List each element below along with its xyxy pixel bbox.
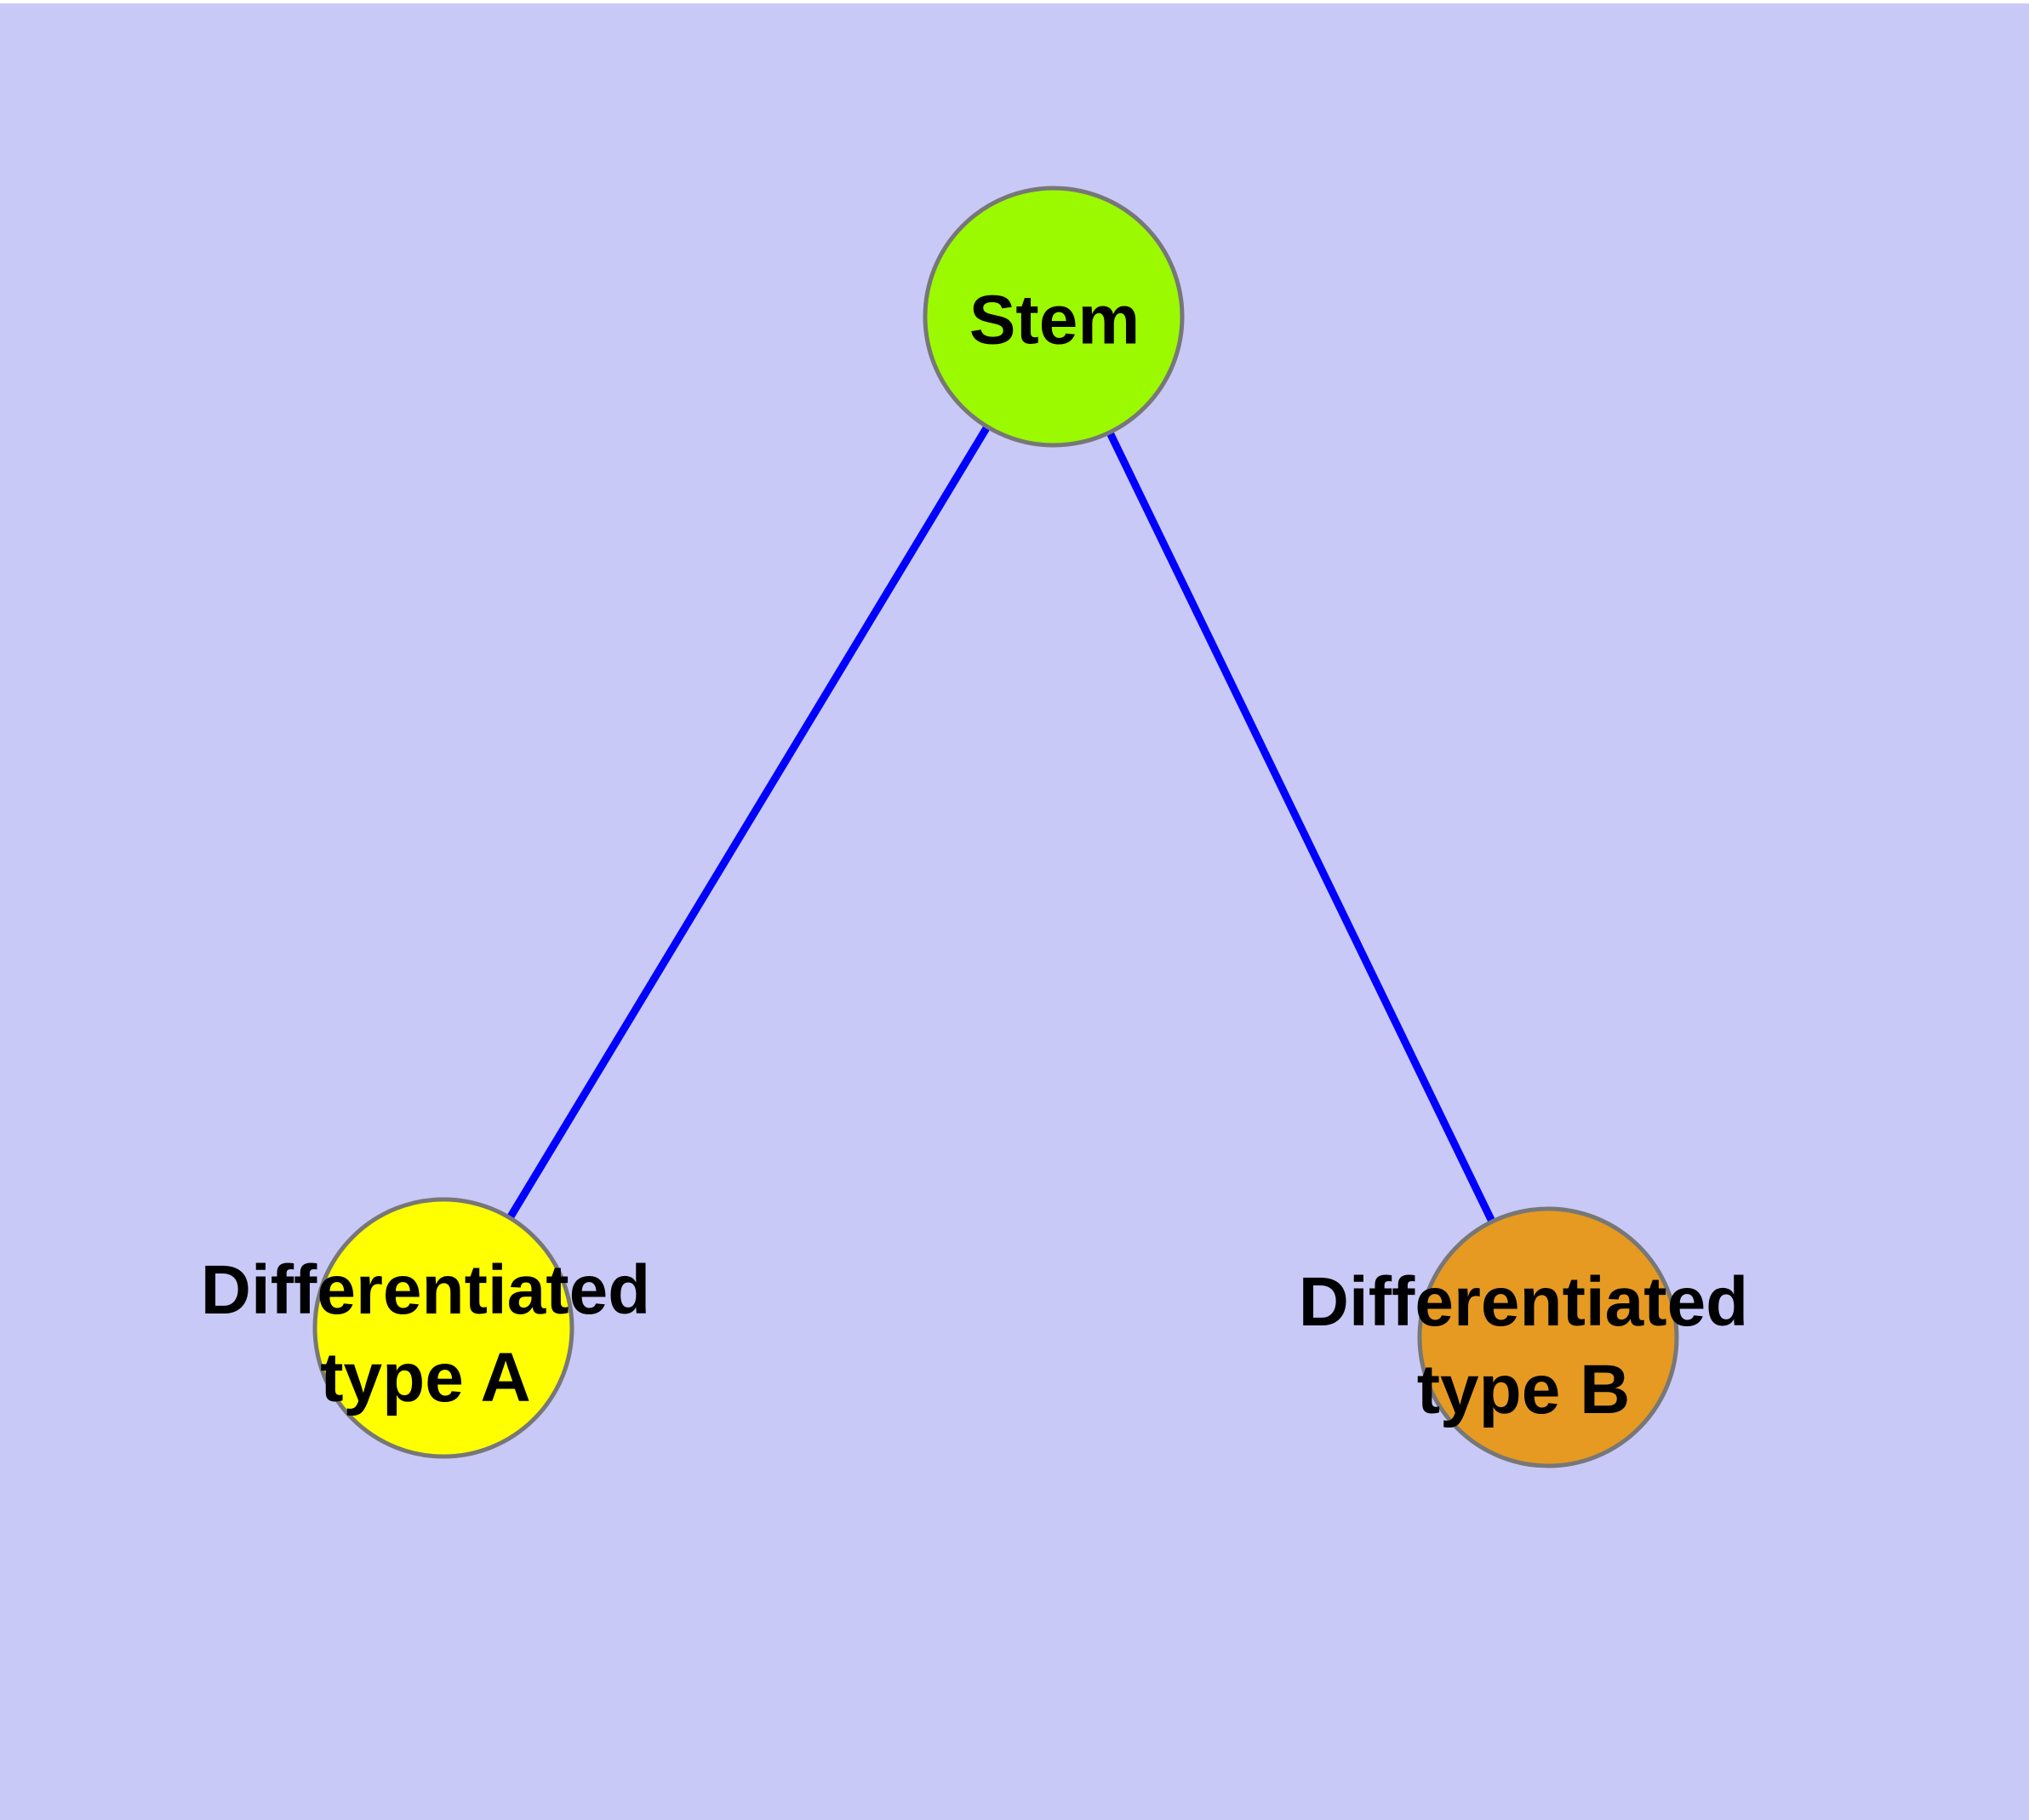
node-type-a-label-line-1: Differentiated bbox=[200, 1251, 651, 1329]
node-type-a-label-line-2: type A bbox=[320, 1339, 531, 1417]
node-type-b-label-line-2: type B bbox=[1416, 1351, 1631, 1428]
node-type-b-label-line-1: Differentiated bbox=[1298, 1263, 1749, 1341]
graph-svg bbox=[0, 3, 2029, 1820]
node-stem-label: Stem bbox=[969, 277, 1140, 364]
node-type-a-label: Differentiated type A bbox=[201, 1246, 651, 1422]
node-type-a-circle bbox=[312, 1197, 574, 1459]
node-type-b-label: Differentiated type B bbox=[1299, 1258, 1749, 1434]
graph-canvas: Stem Differentiated type A Differentiate… bbox=[0, 3, 2029, 1820]
edge-stem-to-type-a bbox=[440, 314, 1057, 1331]
node-stem-label-line: Stem bbox=[969, 281, 1140, 359]
node-stem-circle bbox=[923, 186, 1185, 448]
node-type-b-circle bbox=[1417, 1206, 1679, 1468]
edge-stem-to-type-b bbox=[1049, 315, 1552, 1339]
canvas-top-border bbox=[0, 0, 2029, 3]
